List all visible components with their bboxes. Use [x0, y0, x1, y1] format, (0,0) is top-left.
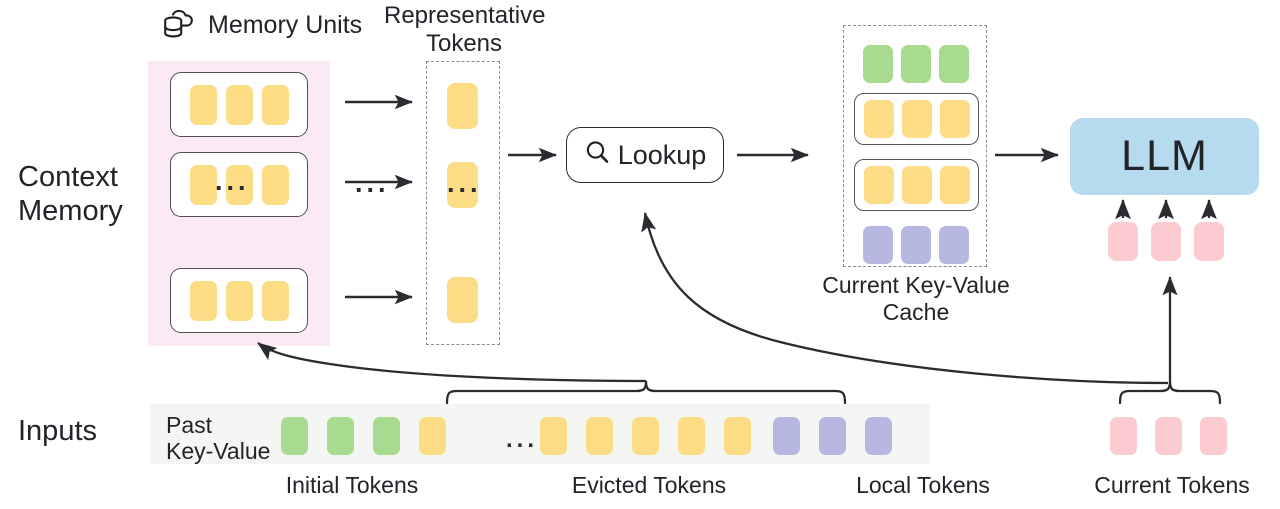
kv-cache-row [858, 41, 974, 87]
memory-token [189, 164, 217, 205]
input-token [373, 417, 400, 455]
caption-current-tokens: Current Tokens [1094, 472, 1250, 498]
llm-box[interactable]: LLM [1070, 118, 1259, 195]
memory-units-header: Memory Units [160, 5, 362, 45]
memory-unit[interactable] [170, 72, 308, 137]
kv-token [939, 226, 969, 264]
llm-input-token [1151, 222, 1181, 261]
kv-token [863, 166, 894, 204]
current-kv-cache-caption: Current Key-Value Cache [822, 272, 1010, 326]
memory-token [261, 164, 289, 205]
memory-unit[interactable] [170, 268, 308, 333]
brace-evicted-tokens [445, 380, 847, 405]
memory-unit[interactable] [170, 152, 308, 217]
input-token [724, 417, 751, 455]
memory-token [225, 84, 253, 125]
memory-token [189, 280, 217, 321]
kv-cache-row [854, 159, 979, 211]
brace-current-tokens [1118, 380, 1222, 405]
input-token [1155, 417, 1182, 455]
representative-tokens-box [426, 61, 500, 345]
memory-token [189, 84, 217, 125]
kv-token [901, 45, 931, 83]
input-token [419, 417, 446, 455]
input-sequence-ellipsis: ... [506, 426, 539, 453]
input-token [632, 417, 659, 455]
row-label-context-memory: Context Memory [18, 161, 123, 228]
kv-cache-row [858, 222, 974, 268]
lookup-button[interactable]: Lookup [566, 127, 724, 183]
input-token [1200, 417, 1227, 455]
kv-token [939, 100, 970, 138]
kv-cache-row [854, 93, 979, 145]
memory-token [261, 84, 289, 125]
representative-token [447, 83, 478, 129]
kv-token [901, 166, 932, 204]
arrow-evicted-to-context-memory [257, 342, 647, 383]
input-token [678, 417, 705, 455]
input-token [327, 417, 354, 455]
caption-initial-tokens: Initial Tokens [285, 472, 419, 498]
cloud-database-icon [160, 5, 200, 45]
search-icon [584, 139, 611, 171]
input-token [865, 417, 892, 455]
memory-units-label: Memory Units [208, 10, 363, 39]
llm-input-token [1194, 222, 1224, 261]
current-kv-cache-box [843, 25, 987, 267]
kv-token [901, 100, 932, 138]
input-token [586, 417, 613, 455]
kv-token [901, 226, 931, 264]
kv-token [939, 166, 970, 204]
kv-token [863, 45, 893, 83]
kv-token [863, 100, 894, 138]
lookup-label: Lookup [617, 139, 707, 170]
representative-tokens-title: Representative Tokens [384, 2, 546, 58]
memory-token [225, 280, 253, 321]
llm-label: LLM [1121, 132, 1208, 180]
llm-input-token [1108, 222, 1138, 261]
kv-token [863, 226, 893, 264]
input-token [1110, 417, 1137, 455]
input-token [540, 417, 567, 455]
input-token [819, 417, 846, 455]
arrows-ellipsis: ... [355, 168, 390, 198]
input-token [773, 417, 800, 455]
representative-tokens-ellipsis: ... [447, 168, 482, 198]
input-token [281, 417, 308, 455]
representative-token [447, 162, 478, 208]
memory-units-ellipsis: ... [215, 166, 250, 196]
caption-local-tokens: Local Tokens [856, 472, 990, 498]
kv-token [939, 45, 969, 83]
context-memory-panel [148, 61, 330, 346]
memory-token [261, 280, 289, 321]
row-label-inputs: Inputs [18, 415, 97, 447]
memory-token [225, 164, 253, 205]
past-key-value-label: Past Key-Value [166, 412, 271, 464]
caption-evicted-tokens: Evicted Tokens [571, 472, 727, 498]
representative-token [447, 277, 478, 323]
